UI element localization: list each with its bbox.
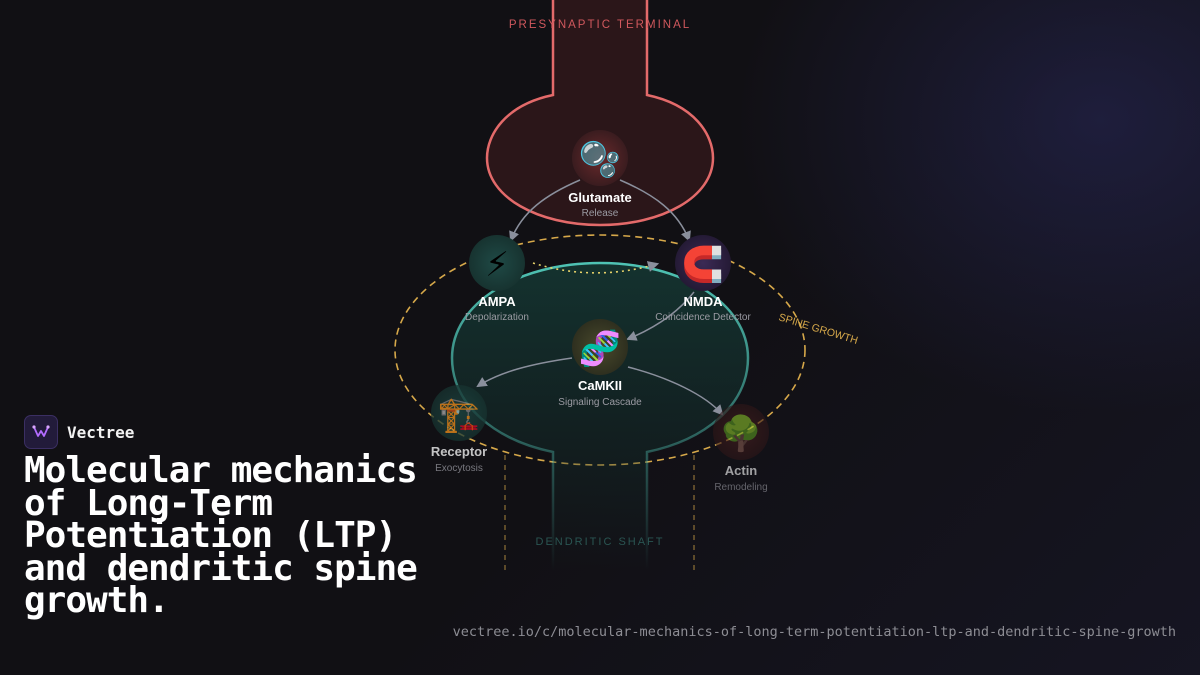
node-receptor-title: Receptor [431, 444, 487, 459]
dendritic-shaft-label: DENDRITIC SHAFT [536, 536, 665, 548]
node-glutamate-title: Glutamate [568, 190, 632, 205]
node-receptor-subtitle: Exocytosis [435, 463, 483, 474]
node-camkii-subtitle: Signaling Cascade [558, 397, 642, 408]
spine-growth-label: SPINE GROWTH [777, 311, 859, 347]
node-nmda-title: NMDA [684, 294, 724, 309]
arrow-nmda-camkii [626, 291, 695, 341]
page-title: Molecular mechanics of Long-Term Potenti… [24, 450, 418, 621]
spine-fill [452, 263, 748, 570]
node-nmda-subtitle: Coincidence Detector [655, 312, 751, 323]
lightning-icon: ⚡ [485, 246, 509, 284]
node-receptor: 🏗️ Receptor Exocytosis [431, 385, 487, 474]
node-actin: 🌳 Actin Remodeling [713, 404, 769, 493]
vectree-logo-icon [24, 415, 58, 449]
node-actin-title: Actin [725, 463, 758, 478]
node-ampa: ⚡ AMPA Depolarization [465, 235, 529, 323]
node-glutamate-subtitle: Release [582, 208, 619, 219]
node-glutamate: 🫧 Glutamate Release [568, 130, 632, 219]
bubbles-icon: 🫧 [579, 140, 621, 179]
tree-icon: 🌳 [720, 413, 762, 453]
arrow-glutamate-ampa [509, 179, 581, 242]
arrow-camkii-receptor [476, 357, 573, 388]
node-actin-subtitle: Remodeling [714, 482, 767, 493]
crane-icon: 🏗️ [438, 396, 480, 434]
presynaptic-terminal [485, 0, 715, 227]
node-camkii-title: CaMKII [578, 378, 622, 393]
arrow-camkii-actin [627, 366, 724, 416]
arrow-glutamate-nmda [619, 179, 691, 242]
node-ampa-subtitle: Depolarization [465, 312, 529, 323]
node-nmda: 🧲 NMDA Coincidence Detector [655, 235, 751, 323]
brand-name: Vectree [67, 422, 135, 442]
magnet-icon: 🧲 [682, 245, 724, 284]
node-camkii: 🧬 CaMKII Signaling Cascade [558, 319, 642, 408]
page-url[interactable]: vectree.io/c/molecular-mechanics-of-long… [452, 624, 1176, 640]
brand[interactable]: Vectree [24, 415, 134, 449]
dna-icon: 🧬 [579, 328, 621, 369]
presynaptic-label: PRESYNAPTIC TERMINAL [509, 19, 691, 31]
node-ampa-title: AMPA [478, 294, 516, 309]
